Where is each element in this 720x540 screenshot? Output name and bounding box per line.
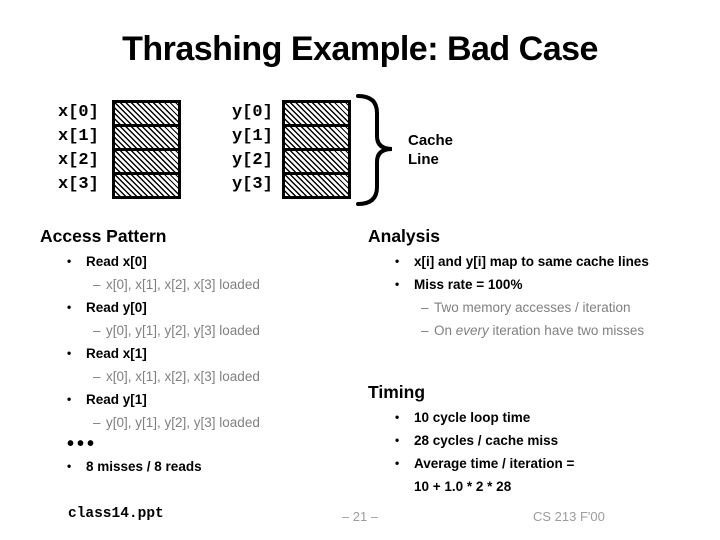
y-array-labels: y[0] y[1] y[2] y[3] bbox=[232, 101, 273, 197]
sub-text: On bbox=[434, 323, 456, 338]
bullet-item: • x[i] and y[i] map to same cache lines bbox=[368, 253, 669, 270]
x-array-label: x[1] bbox=[58, 127, 99, 146]
bullet-item: • 10 cycle loop time bbox=[368, 409, 713, 426]
dash-icon: – bbox=[93, 369, 101, 384]
hatched-cell bbox=[285, 151, 348, 175]
dash-icon: – bbox=[93, 277, 101, 292]
y-array-label: y[0] bbox=[232, 103, 273, 122]
access-pattern-heading: Access Pattern bbox=[40, 226, 167, 246]
sub-text: iteration have two misses bbox=[488, 323, 645, 338]
hatched-cell bbox=[115, 151, 178, 175]
sub-text: x[0], x[1], x[2], x[3] loaded bbox=[106, 369, 260, 384]
sub-item: –y[0], y[1], y[2], y[3] loaded bbox=[40, 414, 370, 431]
sub-text: x[0], x[1], x[2], x[3] loaded bbox=[106, 277, 260, 292]
bullet-item: • Read y[1] bbox=[40, 391, 370, 408]
sub-item: –x[0], x[1], x[2], x[3] loaded bbox=[40, 368, 370, 385]
bullet-item: • Average time / iteration = bbox=[368, 455, 713, 472]
bullet-icon: • bbox=[395, 456, 400, 470]
bullet-item: • Read x[1] bbox=[40, 345, 370, 362]
footer-course-label: CS 213 F'00 bbox=[533, 509, 605, 524]
bullet-text: Read y[0] bbox=[86, 300, 147, 315]
bullet-icon: • bbox=[395, 277, 400, 291]
x-array-labels: x[0] x[1] x[2] x[3] bbox=[58, 101, 99, 197]
bullet-text: 28 cycles / cache miss bbox=[414, 433, 559, 448]
dash-icon: – bbox=[421, 323, 429, 338]
bullet-text: 10 cycle loop time bbox=[414, 410, 531, 425]
sub-item: –On every iteration have two misses bbox=[368, 322, 646, 339]
bullet-text: x[i] and y[i] map to same cache lines bbox=[414, 254, 649, 269]
bullet-item: • Miss rate = 100% bbox=[368, 276, 713, 293]
x-array-label: x[0] bbox=[58, 103, 99, 122]
bullet-icon: • bbox=[67, 459, 72, 473]
bullet-text: Read x[1] bbox=[86, 346, 147, 361]
bullet-icon: • bbox=[67, 254, 72, 268]
x-array-label: x[2] bbox=[58, 151, 99, 170]
y-array-label: y[1] bbox=[232, 127, 273, 146]
bullet-text: 8 misses / 8 reads bbox=[86, 459, 202, 474]
bullet-item: • 28 cycles / cache miss bbox=[368, 432, 713, 449]
analysis-heading: Analysis bbox=[368, 226, 440, 246]
bullet-text: Read x[0] bbox=[86, 254, 147, 269]
dash-icon: – bbox=[421, 300, 429, 315]
bullet-text: Miss rate = 100% bbox=[414, 277, 523, 292]
cache-line-label: Cache Line bbox=[408, 132, 454, 168]
sub-item: –y[0], y[1], y[2], y[3] loaded bbox=[40, 322, 370, 339]
footer-filename: class14.ppt bbox=[68, 506, 164, 522]
timing-section: Timing • 10 cycle loop time • 28 cycles / … bbox=[368, 382, 713, 501]
hatched-cell bbox=[285, 175, 348, 196]
bullet-icon: • bbox=[395, 254, 400, 268]
hatched-cell bbox=[115, 175, 178, 196]
dash-icon: – bbox=[93, 323, 101, 338]
bullet-icon: • bbox=[67, 300, 72, 314]
bullet-icon: • bbox=[67, 346, 72, 360]
hatched-cell bbox=[285, 103, 348, 127]
sub-item: –Two memory accesses / iteration bbox=[368, 299, 713, 316]
sub-text: y[0], y[1], y[2], y[3] loaded bbox=[106, 323, 260, 338]
bullet-icon: • bbox=[395, 410, 400, 424]
sub-text: Two memory accesses / iteration bbox=[434, 300, 631, 315]
y-array-label: y[2] bbox=[232, 151, 273, 170]
bullet-text: Read y[1] bbox=[86, 392, 147, 407]
bullet-text: Average time / iteration = bbox=[414, 456, 575, 471]
sub-text: y[0], y[1], y[2], y[3] loaded bbox=[106, 415, 260, 430]
curly-brace-icon bbox=[356, 94, 393, 206]
y-array-label: y[3] bbox=[232, 175, 273, 194]
bullet-item: • Read y[0] bbox=[40, 299, 370, 316]
bullet-item: • Read x[0] bbox=[40, 253, 370, 270]
timing-heading: Timing bbox=[368, 382, 426, 402]
slide-title: Thrashing Example: Bad Case bbox=[122, 30, 598, 68]
dash-icon: – bbox=[93, 415, 101, 430]
footer-page-number: – 21 – bbox=[341, 509, 379, 524]
sub-text-emphasis: every bbox=[455, 323, 489, 338]
x-array-box bbox=[112, 100, 181, 199]
hatched-cell bbox=[115, 127, 178, 151]
x-array-label: x[3] bbox=[58, 175, 99, 194]
analysis-section: Analysis • x[i] and y[i] map to same cach… bbox=[368, 226, 713, 345]
bullet-item: • 8 misses / 8 reads bbox=[40, 458, 370, 475]
hatched-cell bbox=[115, 103, 178, 127]
y-array-box bbox=[282, 100, 351, 199]
equation-text: 10 + 1.0 * 2 * 28 bbox=[414, 479, 512, 494]
hatched-cell bbox=[285, 127, 348, 151]
sub-item: –x[0], x[1], x[2], x[3] loaded bbox=[40, 276, 370, 293]
bullet-icon: • bbox=[67, 392, 72, 406]
ellipsis-item: ••• bbox=[67, 433, 98, 455]
access-pattern-section: Access Pattern •Read x[0] –x[0], x[1], x… bbox=[40, 226, 370, 481]
bullet-icon: • bbox=[395, 433, 400, 447]
